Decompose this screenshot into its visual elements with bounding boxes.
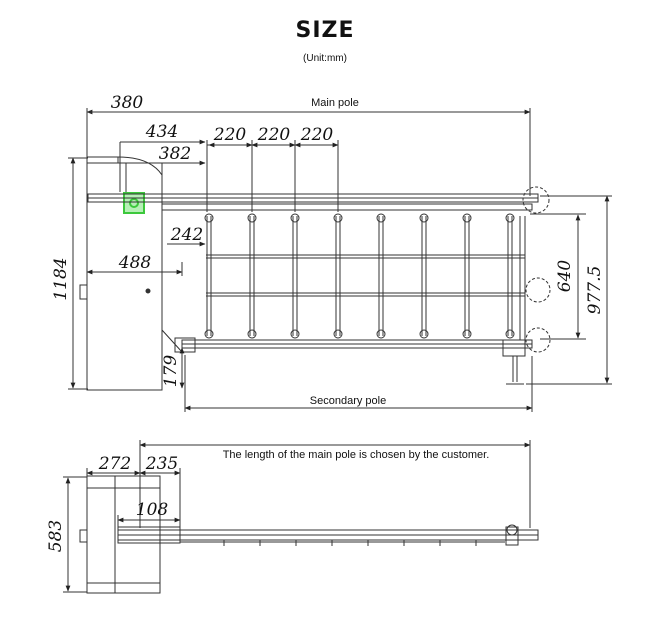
dim-434: 434 bbox=[145, 122, 178, 142]
front-view bbox=[68, 108, 612, 412]
cabinet-top bbox=[86, 156, 119, 163]
dim-382: 382 bbox=[159, 144, 191, 164]
dim-380: 380 bbox=[111, 93, 144, 113]
dim-272: 272 bbox=[98, 454, 131, 474]
dim-108: 108 bbox=[136, 500, 169, 520]
main-pole-label: Main pole bbox=[311, 97, 359, 109]
main-pole-length-note: The length of the main pole is chosen by… bbox=[223, 449, 490, 461]
secondary-pole-label: Secondary pole bbox=[310, 395, 386, 407]
pole-end-detail bbox=[522, 186, 550, 214]
dim-235: 235 bbox=[145, 454, 178, 474]
cabinet-body bbox=[86, 162, 163, 391]
top-view bbox=[63, 440, 539, 594]
dim-179: 179 bbox=[161, 355, 181, 388]
unit-label: (Unit:mm) bbox=[303, 53, 347, 64]
dim-977-5: 977.5 bbox=[585, 266, 605, 315]
dim-220-2: 220 bbox=[257, 125, 291, 145]
dim-242: 242 bbox=[170, 225, 203, 245]
dim-640: 640 bbox=[555, 260, 575, 293]
fence-bars bbox=[204, 213, 515, 339]
dim-220-1: 220 bbox=[213, 125, 247, 145]
pivot-highlight bbox=[123, 192, 145, 214]
dim-1184: 1184 bbox=[51, 257, 71, 300]
dim-583: 583 bbox=[46, 520, 66, 552]
dim-488: 488 bbox=[118, 253, 152, 273]
page-title: SIZE bbox=[295, 18, 355, 43]
dim-220-3: 220 bbox=[300, 125, 334, 145]
